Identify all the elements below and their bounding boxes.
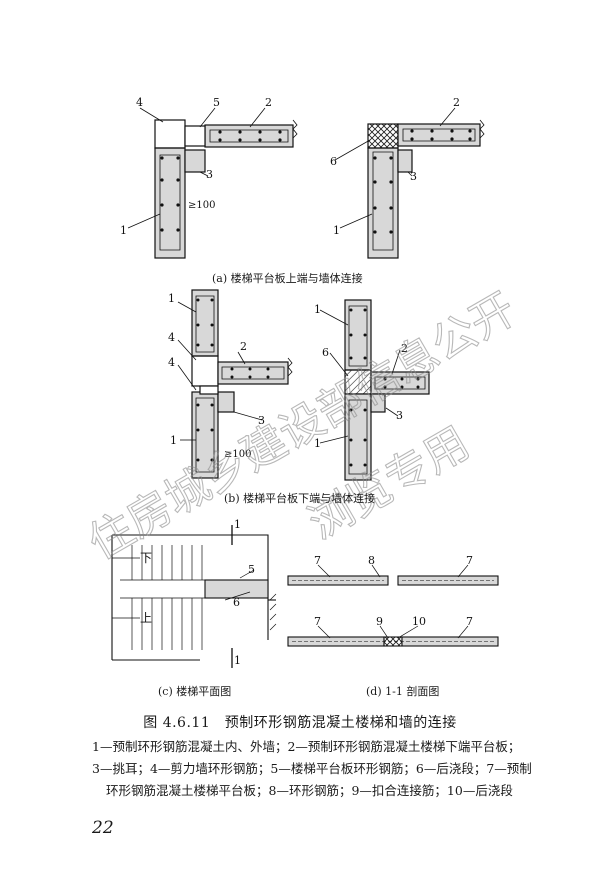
- label-section-top: 1: [234, 518, 241, 531]
- label-1f: 1: [314, 437, 321, 450]
- legend-line-3: 环形钢筋混凝土楼梯平台板；8—环形钢筋；9—扣合连接筋；10—后浇段: [106, 783, 513, 798]
- watermark-line1: 住房城乡建设部信息公开: [80, 283, 525, 569]
- label-7a: 7: [314, 554, 321, 567]
- figure-caption: 图 4.6.11 预制环形钢筋混凝土楼梯和墙的连接: [143, 715, 457, 731]
- subcaption-d: (d) 1-1 剖面图: [366, 685, 440, 698]
- label-3: 3: [206, 168, 213, 181]
- stair-plan: [111, 525, 277, 668]
- label-1e: 1: [314, 303, 321, 316]
- label-4d: 4: [168, 356, 175, 369]
- detail-b-left: [177, 289, 293, 479]
- section-1-1: [287, 564, 499, 647]
- label-6: 6: [330, 155, 337, 168]
- label-down: 下: [140, 551, 152, 565]
- label-1d: 1: [170, 434, 177, 447]
- legend-line-2: 3—挑耳；4—剪力墙环形钢筋；5—楼梯平台板环形钢筋；6—后浇段；7—预制: [92, 761, 532, 776]
- detail-a-left: [127, 107, 298, 259]
- label-2: 2: [265, 96, 272, 109]
- label-3b: 3: [410, 170, 417, 183]
- label-5b: 5: [248, 563, 255, 576]
- watermark: 住房城乡建设部信息公开 浏览专用: [79, 283, 525, 570]
- label-2d: 2: [401, 342, 408, 355]
- subcaption-b: (b) 楼梯平台板下端与墙体连接: [224, 492, 376, 505]
- legend-line-1: 1—预制环形钢筋混凝土内、外墙；2—预制环形钢筋混凝土楼梯下端平台板；: [92, 739, 521, 754]
- label-7b: 7: [466, 554, 473, 567]
- subcaption-c: (c) 楼梯平面图: [158, 685, 232, 698]
- detail-b-right: [319, 299, 430, 481]
- label-3d: 3: [396, 409, 403, 422]
- label-7c: 7: [314, 615, 321, 628]
- label-6b: 6: [322, 346, 329, 359]
- detail-a-right: [334, 107, 485, 259]
- label-10: 10: [412, 615, 426, 628]
- label-dim100b: ≥100: [224, 449, 251, 460]
- page-number: 22: [92, 818, 114, 838]
- label-5: 5: [213, 96, 220, 109]
- label-up: 上: [140, 611, 152, 625]
- label-dim100: ≥100: [188, 200, 215, 211]
- label-1: 1: [120, 224, 127, 237]
- label-2c: 2: [240, 340, 247, 353]
- subcaption-a: (a) 楼梯平台板上端与墙体连接: [212, 272, 363, 285]
- label-section-bottom: 1: [234, 654, 241, 667]
- figure-legend: 1—预制环形钢筋混凝土内、外墙；2—预制环形钢筋混凝土楼梯下端平台板； 3—挑耳…: [92, 736, 532, 802]
- label-7d: 7: [466, 615, 473, 628]
- label-3c: 3: [258, 414, 265, 427]
- label-4c: 4: [168, 331, 175, 344]
- label-1c: 1: [168, 292, 175, 305]
- callout-labels: 4 5 2 3 ≥100 1 2 6 3 1 1 4 4 2 3 ≥100 1 …: [120, 96, 473, 667]
- label-2b: 2: [453, 96, 460, 109]
- label-8: 8: [368, 554, 375, 567]
- label-4: 4: [136, 96, 143, 109]
- label-9: 9: [376, 615, 383, 628]
- label-6c: 6: [233, 596, 240, 609]
- label-1b: 1: [333, 224, 340, 237]
